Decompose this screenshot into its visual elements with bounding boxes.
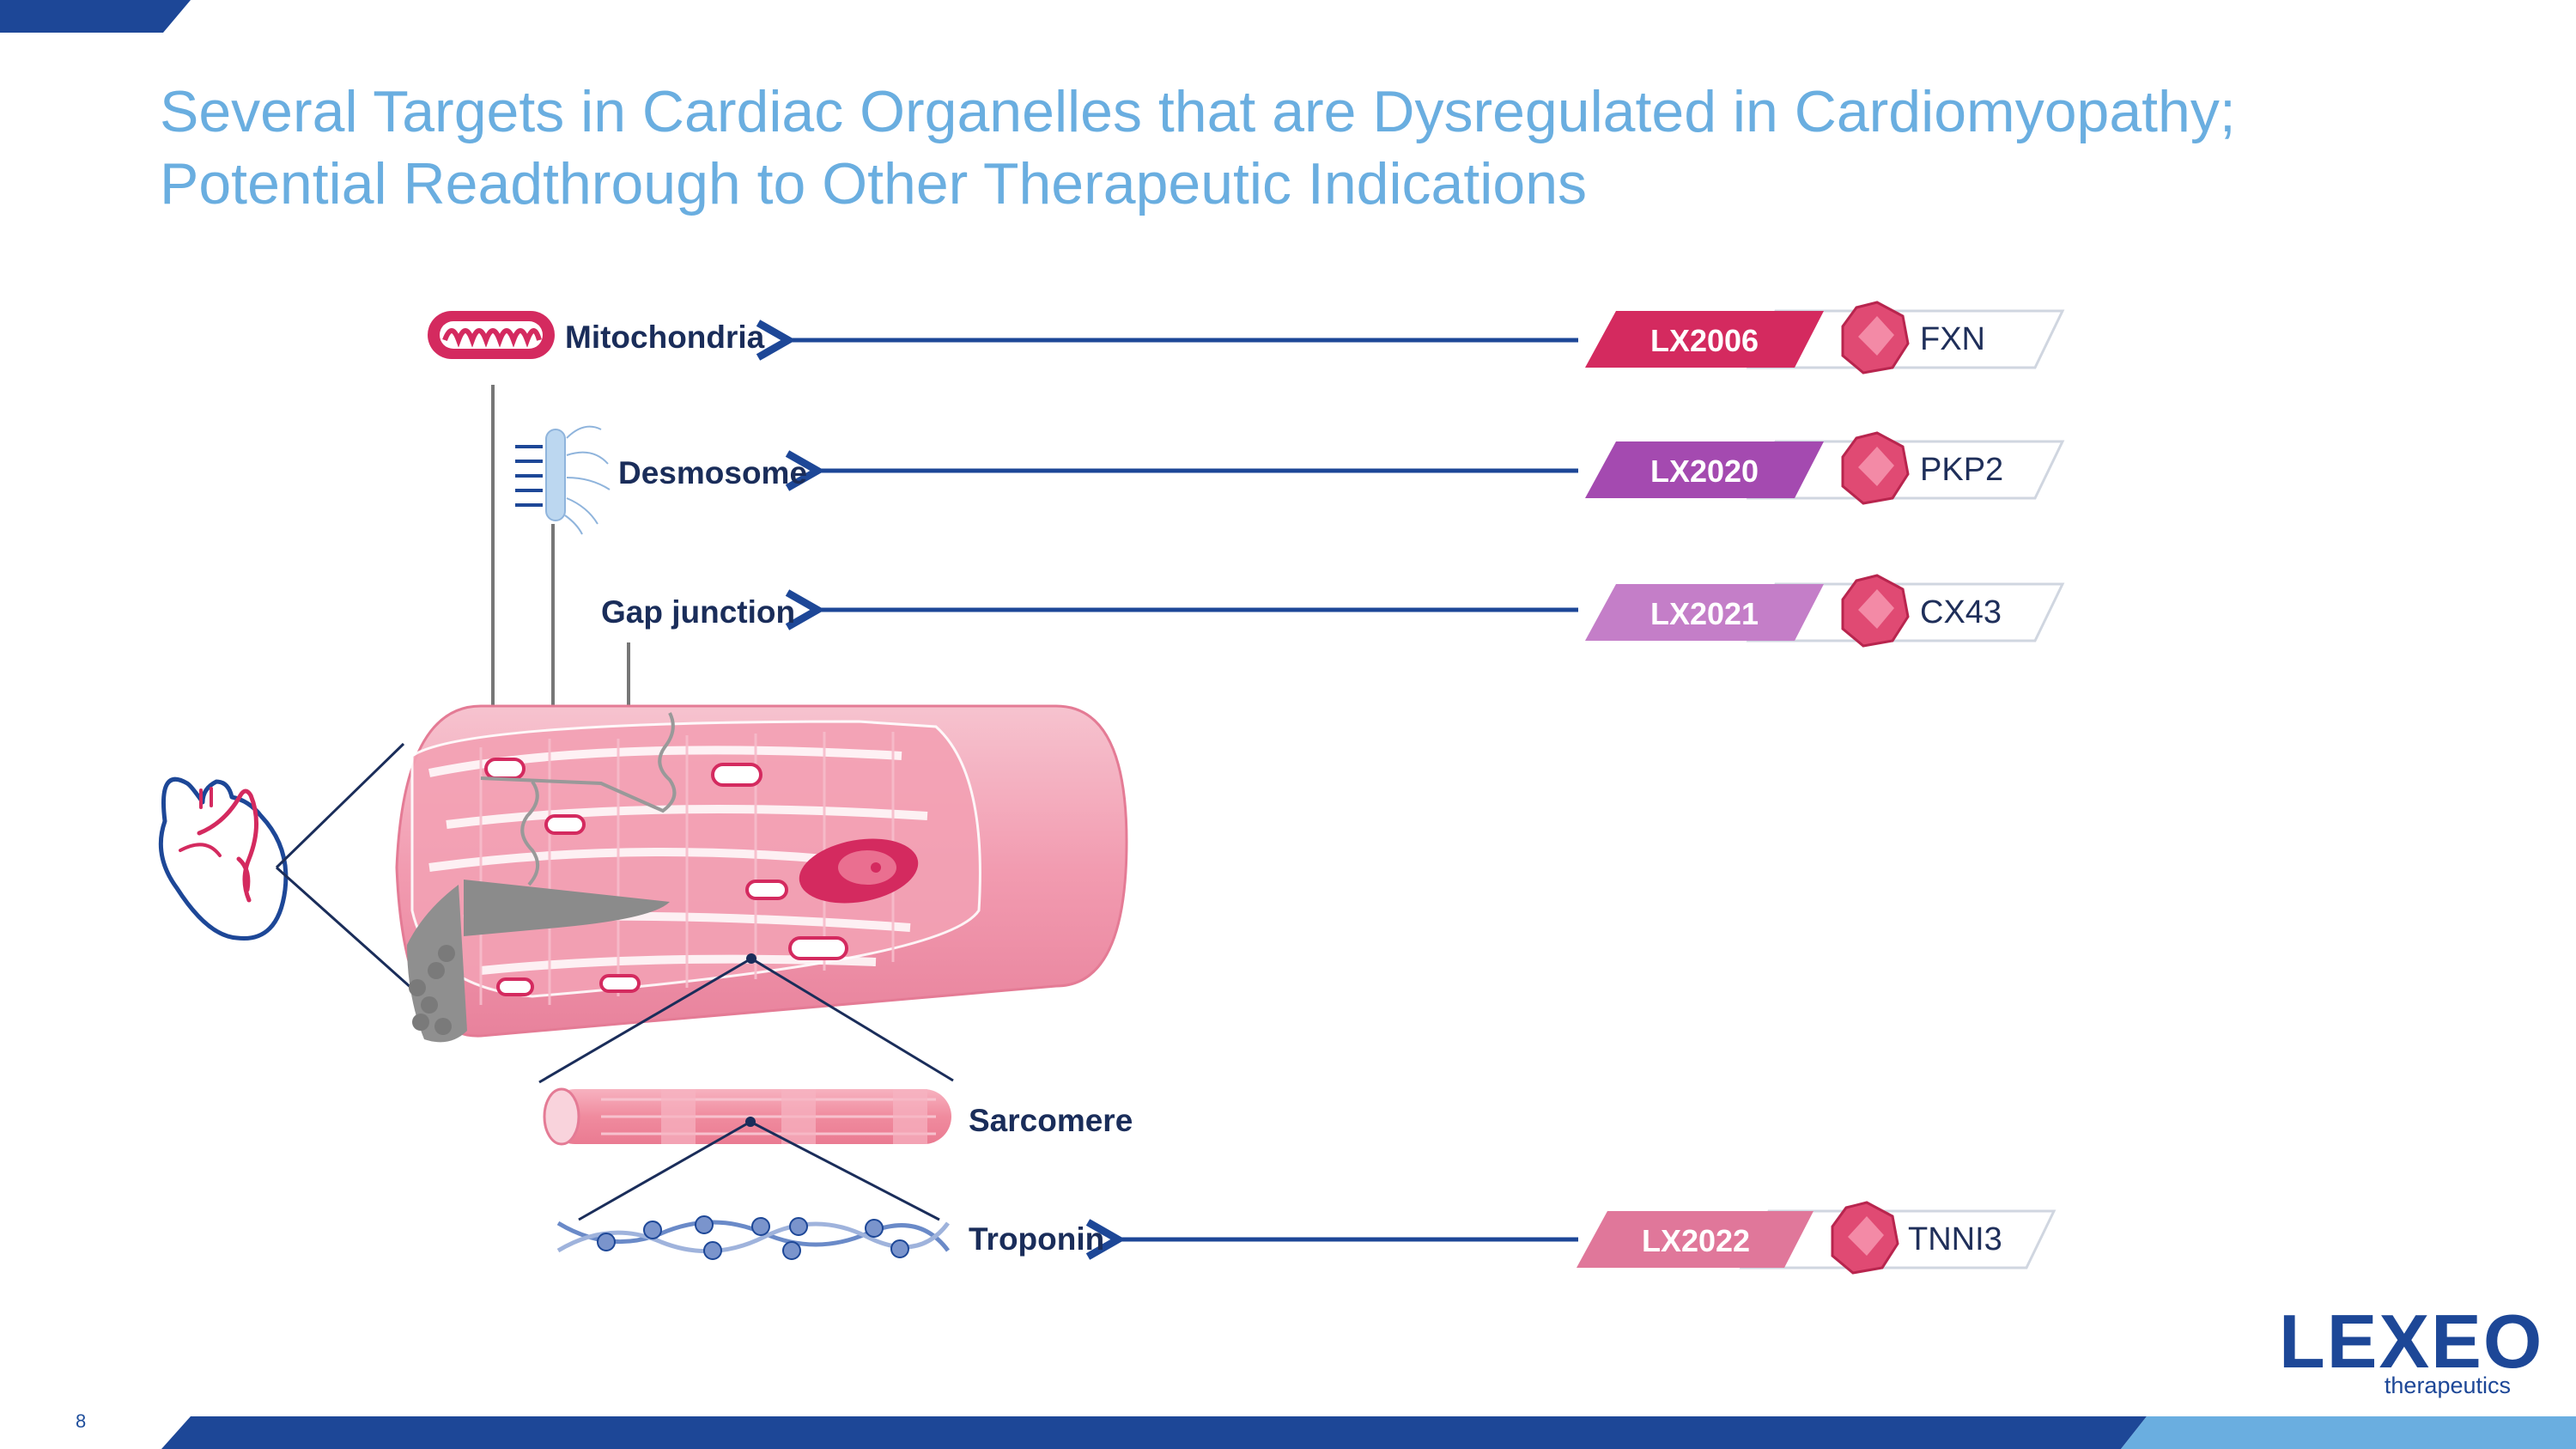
top-accent-bar [0,0,191,33]
label-gap-junction: Gap junction [601,594,796,630]
gene-cx43: CX43 [1920,594,2002,630]
heart-icon [158,776,289,941]
gene-fxn: FXN [1920,321,1985,357]
company-logo: LEXEO therapeutics [2279,1299,2544,1399]
capsid-icon [1831,1201,1899,1275]
label-sarcomere: Sarcomere [969,1103,1133,1138]
label-mitochondria: Mitochondria [565,320,765,355]
footer-bar-light [2121,1416,2576,1449]
program-code-lx2020: LX2020 [1649,454,1759,489]
program-code-lx2006: LX2006 [1649,323,1759,358]
capsid-icon [1841,574,1910,648]
footer-bar-dark [161,1416,2147,1449]
gene-pkp2: PKP2 [1920,452,2004,488]
capsid-icon [1841,301,1910,374]
logo-wordmark: LEXEO [2279,1299,2544,1384]
program-code-lx2021: LX2021 [1649,596,1759,631]
troponin-illustration [556,1215,951,1260]
sarcomere-illustration [543,1087,951,1146]
page-number: 8 [76,1410,87,1432]
program-code-lx2022: LX2022 [1641,1223,1751,1258]
capsid-icon [1841,431,1910,505]
gene-tnni3: TNNI3 [1908,1221,2002,1257]
desmosome-icon [515,425,611,535]
logo-tagline: therapeutics [2384,1373,2511,1398]
label-troponin: Troponin [969,1221,1105,1257]
cardiomyocyte-illustration [395,704,1128,1043]
page-title: Several Targets in Cardiac Organelles th… [160,76,2478,220]
page-title-line-1: Several Targets in Cardiac Organelles th… [160,79,2236,144]
page-title-line-2: Potential Readthrough to Other Therapeut… [160,151,1588,216]
mitochondria-icon [428,311,555,359]
label-desmosome: Desmosome [618,455,808,490]
